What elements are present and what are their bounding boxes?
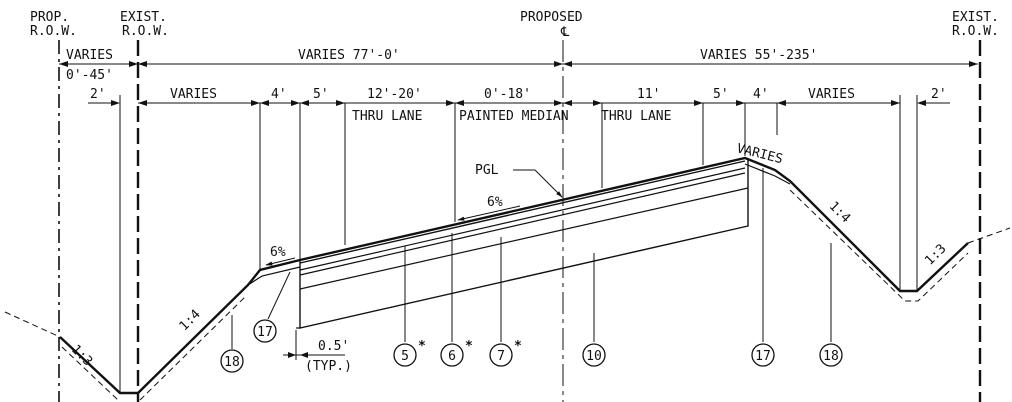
pavement-layer-3	[299, 172, 746, 276]
callout-leaders	[231, 168, 832, 349]
callout-asterisk: *	[465, 339, 473, 354]
pavement-block-outline	[299, 158, 749, 329]
callout-asterisk: *	[418, 339, 426, 354]
pavement-top-layer	[299, 160, 746, 264]
callout-6: 6 *	[440, 339, 473, 367]
label-median: PAINTED MEDIAN	[459, 109, 569, 124]
dim-thru-lane-right: 11'	[637, 87, 660, 102]
pgl-leader-diag	[534, 169, 563, 198]
offset-label: 0.5'	[318, 339, 349, 354]
callout-10: 10	[582, 343, 606, 367]
proposed-ground-surface	[59, 156, 969, 395]
callout-18-left: 18	[220, 349, 244, 373]
dim-five-right: 5'	[713, 87, 729, 102]
dim-left-range: 0'-45'	[66, 68, 113, 83]
left-shoulder-layer	[247, 266, 301, 286]
callout-asterisk: *	[514, 339, 522, 354]
existing-ground-right	[967, 227, 1011, 244]
label-thru-lane-right: THRU LANE	[601, 109, 671, 124]
callout-17-left: 17	[253, 319, 277, 343]
dim-ditch-right: 2'	[931, 87, 947, 102]
right-shoulder-layer	[744, 163, 791, 185]
offset-note: (TYP.)	[305, 359, 352, 374]
callout-number: 17	[755, 349, 771, 364]
pavement-layer-2	[299, 167, 746, 271]
dim-ditch-left: 2'	[90, 87, 106, 102]
prop-row-label-line2: R.O.W.	[30, 24, 77, 39]
slope-pavement-arrow	[457, 205, 521, 221]
dim-varies-right: VARIES	[808, 87, 855, 102]
callout-number: 18	[224, 355, 240, 370]
exist-row-right-label-line2: R.O.W.	[952, 24, 999, 39]
callout-number: 18	[823, 349, 839, 364]
dim-varies-left: VARIES	[170, 87, 217, 102]
lane-dimension-ticks	[119, 95, 918, 392]
callout-5: 5 *	[393, 339, 426, 367]
slope-shoulder-arrow	[265, 257, 296, 266]
callout-number: 17	[257, 325, 273, 340]
prop-row-label-line1: PROP.	[30, 10, 69, 25]
exist-row-left-label-line1: EXIST.	[120, 10, 167, 25]
subgrade-offset-line	[61, 189, 969, 401]
slope-pavement-label: 6%	[487, 195, 503, 210]
exist-row-left-label-line2: R.O.W.	[122, 24, 169, 39]
exist-row-right-label-line1: EXIST.	[952, 10, 999, 25]
dim-right: VARIES 55'-235'	[700, 48, 817, 63]
centerline-symbol: ℄	[560, 25, 570, 40]
slope-shoulder-label: 6%	[270, 245, 286, 260]
slope-left-foreslope: 1:4	[177, 307, 204, 334]
existing-ground-left	[4, 311, 61, 338]
label-thru-lane-left: THRU LANE	[352, 109, 422, 124]
callout-7: 7 *	[489, 339, 522, 367]
callout-number: 10	[586, 349, 602, 364]
dim-five-left: 5'	[313, 87, 329, 102]
callout-number: 5	[401, 349, 409, 364]
dim-four-right: 4'	[753, 87, 769, 102]
proposed-label: PROPOSED	[520, 10, 583, 25]
pgl-label: PGL	[475, 163, 499, 178]
base-layer-top	[299, 187, 749, 290]
dim-left-varies: VARIES	[66, 48, 113, 63]
dim-middle: VARIES 77'-0'	[298, 48, 400, 63]
offset-dim-arrows	[288, 352, 308, 358]
callout-number: 7	[497, 349, 505, 364]
callout-number: 6	[448, 349, 456, 364]
dim-thru-lane-left: 12'-20'	[367, 87, 422, 102]
dim-median: 0'-18'	[484, 87, 531, 102]
dim-four-left: 4'	[271, 87, 287, 102]
callout-17-right: 17	[751, 343, 775, 367]
callout-18-right: 18	[819, 343, 843, 367]
